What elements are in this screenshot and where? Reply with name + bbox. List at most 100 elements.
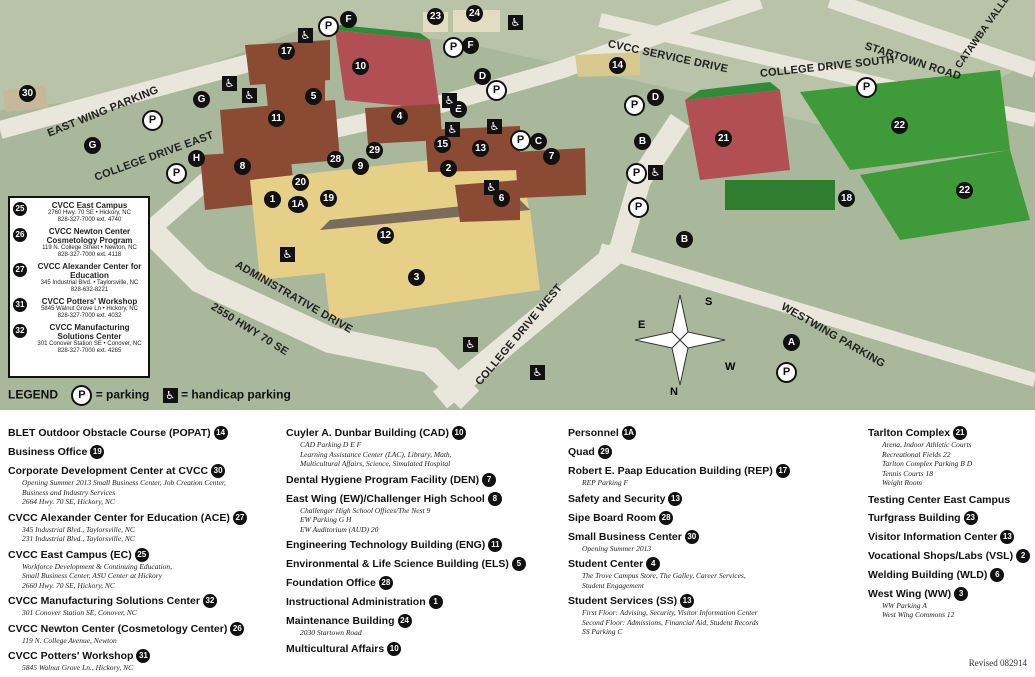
handicap-icon: ♿ [242, 88, 257, 103]
map-parking-b2[interactable]: B [676, 231, 693, 248]
directory-sub: Tennis Courts 18 [882, 468, 933, 478]
parking-icon: P [856, 77, 877, 98]
map-marker-21[interactable]: 21 [715, 130, 732, 147]
handicap-icon: ♿ [508, 15, 523, 30]
handicap-icon: ♿ [445, 122, 460, 137]
map-parking-c[interactable]: C [530, 133, 547, 150]
map-marker-1a[interactable]: 1A [288, 196, 308, 213]
directory-entry: Environmental & Life Science Building (E… [286, 557, 526, 571]
map-marker-30[interactable]: 30 [19, 85, 36, 102]
directory-entry: CVCC Newton Center (Cosmetology Center)2… [8, 621, 247, 636]
legend-handicap-icon: ♿ [162, 388, 178, 403]
offsite-name: CVCC East Campus [51, 201, 128, 210]
map-marker-24[interactable]: 24 [466, 5, 483, 22]
directory-entry: Cuyler A. Dunbar Building (CAD)10 [286, 426, 526, 440]
handicap-icon: ♿ [222, 76, 237, 91]
map-marker-20[interactable]: 20 [292, 174, 309, 191]
offsite-name: CVCC Newton Center Cosmetology Program [46, 227, 133, 245]
map-marker-19[interactable]: 19 [320, 190, 337, 207]
directory-sub: 5845 Walnut Grove Ln., Hickory, NC [22, 663, 134, 672]
compass-rose: S E W N [634, 294, 736, 398]
map-marker-23[interactable]: 23 [427, 8, 444, 25]
parking-icon: P [443, 37, 464, 58]
revised-date: Revised 082914 [968, 658, 1027, 668]
parking-icon: P [486, 80, 507, 101]
offsite-name: CVCC Manufacturing Solutions Center [49, 323, 130, 341]
parking-icon: P [626, 163, 647, 184]
directory-sub: Opening Summer 2013 [582, 543, 652, 553]
map-parking-d1[interactable]: D [474, 68, 491, 85]
map-parking-h[interactable]: H [188, 150, 205, 167]
directory-sub: Opening Summer 2013 Small Business Cente… [22, 478, 226, 487]
directory-sub: Workforce Development & Continuing Educa… [22, 561, 173, 571]
building-10 [335, 30, 440, 110]
map-parking-b1[interactable]: B [634, 133, 651, 150]
offsite-name: CVCC Potters' Workshop [41, 297, 138, 306]
legend-title: LEGEND [8, 387, 59, 402]
parking-icon: P [510, 130, 531, 151]
map-marker-5[interactable]: 5 [305, 88, 322, 105]
directory-col-1: BLET Outdoor Obstacle Course (POPAT)14 B… [8, 426, 247, 673]
directory-entry: West Wing (WW)3 [868, 586, 1030, 601]
map-marker-1[interactable]: 1 [264, 191, 281, 208]
map-marker-18[interactable]: 18 [838, 190, 855, 207]
map-legend: LEGEND P = parking ♿ = handicap parking [8, 385, 291, 406]
legend-parking-label: = parking [95, 387, 150, 402]
tennis-courts [725, 180, 835, 210]
directory-sub: 2660 Hwy. 70 SE, Hickory, NC [22, 580, 115, 590]
offsite-line: 828-327-7000 ext. 4118 [57, 252, 122, 258]
offsite-line: 2760 Hwy. 70 SE • Hickory, NC [48, 210, 131, 216]
directory-sub: REP Parking F [582, 478, 629, 487]
handicap-icon: ♿ [530, 365, 545, 380]
offsite-num: 32 [13, 324, 27, 338]
offsite-line: 345 Industrial Blvd. • Taylorsville, NC [40, 280, 139, 286]
map-marker-17[interactable]: 17 [278, 43, 295, 60]
map-marker-12[interactable]: 12 [377, 227, 394, 244]
road-westwing-parking [597, 243, 1035, 387]
building-3 [320, 210, 540, 320]
map-parking-a[interactable]: A [783, 334, 800, 351]
map-marker-28[interactable]: 28 [327, 151, 344, 168]
offsite-name: CVCC Alexander Center for Education [37, 262, 142, 280]
offsite-line: 5845 Walnut Grove Ln • Hickory, NC [41, 306, 138, 312]
building-21 [685, 90, 790, 180]
map-marker-2[interactable]: 2 [440, 160, 457, 177]
directory-sub: First Floor: Advising, Security, Visitor… [582, 608, 758, 617]
map-parking-g1[interactable]: G [193, 91, 210, 108]
map-parking-d2[interactable]: D [647, 89, 664, 106]
map-marker-15[interactable]: 15 [434, 136, 451, 153]
offsite-line: 828-327-7000 ext. 4032 [57, 313, 122, 319]
map-parking-f1[interactable]: F [340, 11, 357, 28]
map-marker-22b[interactable]: 22 [956, 182, 973, 199]
map-parking-g2[interactable]: G [84, 137, 101, 154]
map-marker-13[interactable]: 13 [472, 140, 489, 157]
map-marker-4[interactable]: 4 [391, 108, 408, 125]
offsite-line: 828-327-7000 ext. 4740 [57, 217, 122, 223]
directory-entry: CVCC East Campus (EC)25 [8, 547, 247, 562]
directory-sub: 301 Conover Station SE, Conover, NC [22, 608, 137, 617]
offsite-line: 828-632-8221 [70, 287, 109, 293]
map-parking-f2[interactable]: F [462, 37, 479, 54]
map-marker-14[interactable]: 14 [609, 57, 626, 74]
offsite-line: 119 N. College Street • Newton, NC [42, 245, 137, 251]
offsite-num: 27 [13, 263, 27, 277]
map-marker-22a[interactable]: 22 [891, 117, 908, 134]
map-marker-3[interactable]: 3 [408, 269, 425, 286]
map-marker-10[interactable]: 10 [352, 58, 369, 75]
map-marker-9[interactable]: 9 [352, 158, 369, 175]
handicap-icon: ♿ [487, 119, 502, 134]
directory-sub: Business and Industry Services [22, 487, 116, 497]
legend-handicap-label: = handicap parking [181, 387, 291, 402]
map-marker-7[interactable]: 7 [543, 148, 560, 165]
map-marker-8[interactable]: 8 [234, 158, 251, 175]
map-marker-29[interactable]: 29 [366, 142, 383, 159]
map-marker-11[interactable]: 11 [268, 110, 285, 127]
directory-sub: Learning Assistance Center (LAC), Librar… [300, 449, 452, 459]
